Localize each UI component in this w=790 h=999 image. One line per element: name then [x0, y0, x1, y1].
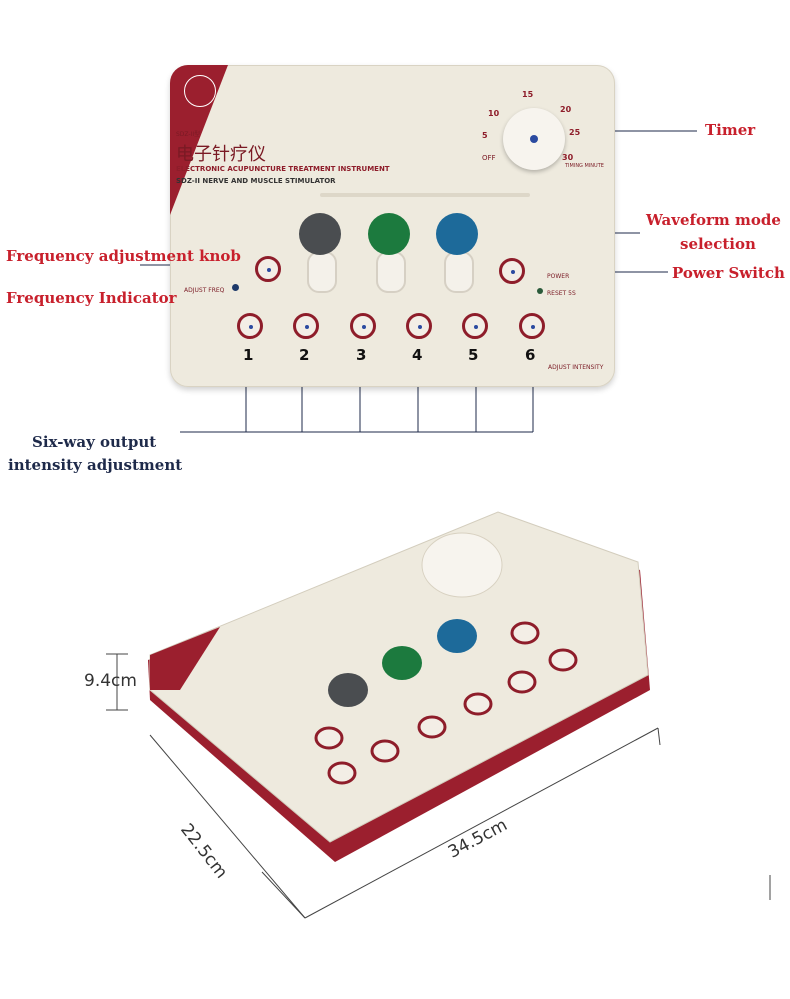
channel-number-1: 1	[243, 346, 254, 364]
model-label: SDZ-II型	[176, 131, 201, 138]
perspective-knob-freq	[327, 761, 357, 785]
perspective-knob-e	[507, 670, 537, 694]
timer-tick-20: 20	[560, 105, 572, 114]
perspective-knobs	[314, 621, 578, 785]
pad-holder-3	[444, 251, 474, 293]
dimension-height: 9.4cm	[84, 671, 137, 691]
perspective-pad-blue	[437, 619, 477, 653]
perspective-knob-d	[463, 692, 493, 716]
perspective-knob-c	[417, 715, 447, 739]
frequency-indicator-led	[232, 284, 239, 291]
output-knob-5[interactable]	[462, 313, 488, 339]
callout-timer: Timer	[705, 121, 756, 139]
callout-waveform-line1: Waveform mode	[646, 211, 781, 229]
timer-tick-15: 15	[522, 90, 534, 99]
chinese-title: 电子针疗仪	[176, 144, 266, 165]
device-perspective-corner	[150, 627, 220, 690]
timer-tick-30: 30	[562, 153, 574, 162]
perspective-knob-f	[548, 648, 578, 672]
timer-tick-5: 5	[482, 131, 488, 140]
reset-label: RESET 5S	[547, 290, 576, 297]
callout-freq-indicator: Frequency Indicator	[6, 289, 177, 307]
power-label: POWER	[547, 273, 570, 280]
perspective-knob-power	[510, 621, 540, 645]
waveform-pad-gray[interactable]	[299, 213, 341, 255]
perspective-timer-dial	[421, 532, 503, 598]
adjust-freq-label: ADJUST FREQ	[184, 287, 225, 294]
perspective-knob-b	[370, 739, 400, 763]
timer-tick-25: 25	[569, 128, 581, 137]
callout-output-line1: Six-way output	[32, 433, 157, 451]
callout-waveform-line2: selection	[680, 235, 756, 253]
device-top-view: 电子针疗仪 ELECTRONIC ACUPUNCTURE TREATMENT I…	[170, 65, 615, 387]
output-knob-4[interactable]	[406, 313, 432, 339]
channel-number-3: 3	[356, 346, 367, 364]
english-title: ELECTRONIC ACUPUNCTURE TREATMENT INSTRUM…	[176, 165, 390, 173]
waveform-pad-green[interactable]	[368, 213, 410, 255]
perspective-pad-green	[382, 646, 422, 680]
panel-groove	[320, 193, 530, 197]
timer-dial-center	[530, 135, 538, 143]
power-indicator-led	[537, 288, 543, 294]
frequency-knob[interactable]	[255, 256, 281, 282]
output-knob-2[interactable]	[293, 313, 319, 339]
timer-minute-label: TIMING MINUTE	[565, 163, 604, 169]
dimension-lines	[106, 653, 771, 919]
output-knob-3[interactable]	[350, 313, 376, 339]
channel-number-5: 5	[468, 346, 479, 364]
channel-number-2: 2	[299, 346, 310, 364]
channel-number-4: 4	[412, 346, 423, 364]
subtitle: SDZ-II NERVE AND MUSCLE STIMULATOR	[176, 177, 336, 185]
brand-logo-icon	[184, 75, 216, 107]
timer-tick-10: 10	[488, 109, 500, 118]
output-knob-1[interactable]	[237, 313, 263, 339]
output-knob-6[interactable]	[519, 313, 545, 339]
channel-number-6: 6	[525, 346, 536, 364]
timer-tick-off: OFF	[482, 154, 496, 162]
perspective-pad-gray	[328, 673, 368, 707]
perspective-knob-a	[314, 726, 344, 750]
waveform-pad-blue[interactable]	[436, 213, 478, 255]
timer-dial[interactable]	[503, 108, 565, 170]
adjust-intensity-label: ADJUST INTENSITY	[548, 364, 604, 371]
power-switch-knob[interactable]	[499, 258, 525, 284]
callout-freq-knob: Frequency adjustment knob	[6, 247, 241, 265]
pad-holder-1	[307, 251, 337, 293]
callout-output-line2: intensity adjustment	[8, 456, 183, 474]
callout-power: Power Switch	[672, 264, 785, 282]
